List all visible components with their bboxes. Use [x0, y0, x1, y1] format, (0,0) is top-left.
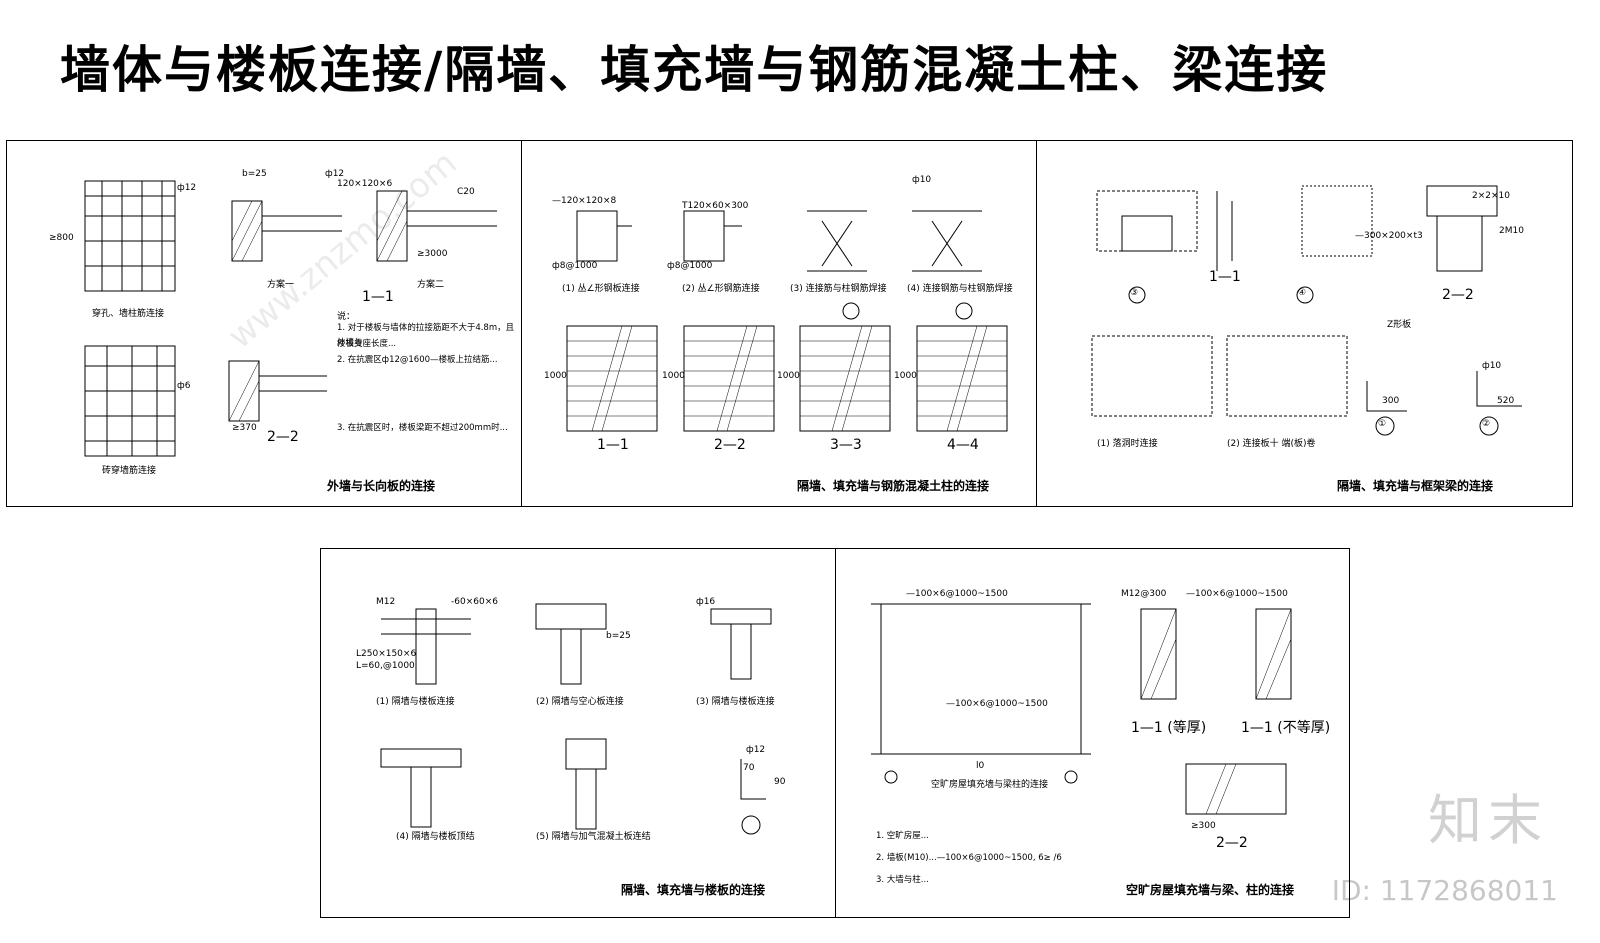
label-90: 90: [774, 777, 786, 787]
label-phi12: ф12: [746, 745, 766, 755]
panel4-caption: 隔墙、填充墙与楼板的连接: [621, 883, 766, 897]
label-l250: L250×150×6: [356, 649, 417, 659]
label-2x2x10: 2×2×10: [1472, 191, 1510, 201]
label-1000-d: 1000: [894, 371, 917, 381]
label-300x200: —300×200×t3: [1355, 231, 1423, 241]
circle-3: ③: [1130, 288, 1139, 298]
circle-4: ④: [1298, 288, 1307, 298]
panel5-drawing: [871, 603, 1292, 815]
section-1-1: 1—1: [597, 437, 629, 453]
label-phi6: ф6: [177, 381, 191, 391]
panel4-drawing: [380, 603, 772, 835]
note-2: 2. 墙板(M10)...—100×6@1000~1500, 6≥ /6: [876, 853, 1062, 863]
label-b25: b=25: [606, 631, 631, 641]
scheme-one: 方案一: [267, 280, 295, 290]
circle-2: ②: [1482, 419, 1491, 429]
section-1-1-equal: 1—1 (等厚): [1131, 720, 1207, 736]
label-800: ≥800: [49, 233, 74, 243]
label-300: 300: [1382, 396, 1400, 406]
watermark-id: ID: 1172868011: [1331, 874, 1558, 907]
item-1: (1) 落洞时连接: [1097, 439, 1158, 449]
label-phi12-b: ф12: [325, 169, 345, 179]
label-strap-mid: —100×6@1000~1500: [946, 699, 1048, 709]
item-2: (2) 连接板十 端(板)卷: [1227, 439, 1316, 449]
item-1: (1) 丛∠形钢板连接: [562, 284, 640, 294]
panel-open-building-infill: —100×6@1000~1500 —100×6@1000~1500 M12@30…: [835, 548, 1350, 918]
section-4-4: 4—4: [947, 437, 979, 453]
item-4: (4) 连接钢筋与柱钢筋焊接: [907, 284, 1013, 294]
note-3: 3. 大墙与柱...: [876, 875, 929, 885]
panel-partition-slab-connection: M12 -60×60×6 L250×150×6 L=60,@1000 b=25 …: [320, 548, 836, 918]
caption-bottom-left: 砖穿墙筋连接: [102, 466, 157, 476]
label-phi10: ф10: [1482, 361, 1502, 371]
label-c20: C20: [457, 187, 475, 197]
label-l0: l0: [976, 761, 985, 771]
label-m12: M12: [376, 597, 396, 607]
scheme-two: 方案二: [417, 280, 445, 290]
label-m12-300: M12@300: [1121, 589, 1167, 599]
section-2-2: 2—2: [267, 429, 299, 445]
note-1: 1. 对于楼板与墙体的拉接筋距不大于4.8m，且外墙与: [337, 323, 515, 348]
label-1000-b: 1000: [662, 371, 685, 381]
page-title: 墙体与楼板连接/隔墙、填充墙与钢筋混凝土柱、梁连接: [60, 40, 1329, 99]
section-2-2: 2—2: [714, 437, 746, 453]
section-1-1: 1—1: [1209, 269, 1241, 285]
panel5-caption: 空旷房屋填充墙与梁、柱的连接: [1126, 883, 1295, 897]
label-1000-c: 1000: [777, 371, 800, 381]
panel2-caption: 隔墙、填充墙与钢筋混凝土柱的连接: [797, 479, 990, 493]
panel3-drawing: [1091, 185, 1522, 436]
section-2-2: 2—2: [1216, 835, 1248, 851]
item-5: (5) 隔墙与加气混凝土板连结: [536, 832, 651, 842]
item-2: (2) 丛∠形钢筋连接: [682, 284, 760, 294]
panel2-drawing: [566, 210, 1008, 432]
label-phi8-a: ф8@1000: [552, 261, 598, 271]
label-120x120: 120×120×6: [337, 179, 393, 189]
section-1-1: 1—1: [362, 289, 394, 305]
note-4: 3. 在抗震区时，楼板梁距不超过200mm时...: [337, 423, 508, 433]
label-520: 520: [1497, 396, 1515, 406]
caption-top-left: 穿孔、墙柱筋连接: [92, 309, 165, 319]
label-strap-right: —100×6@1000~1500: [1186, 589, 1288, 599]
section-1-1-unequal: 1—1 (不等厚): [1241, 720, 1331, 736]
label-60x60x6: -60×60×6: [451, 597, 498, 607]
panel3-caption: 隔墙、填充墙与框架梁的连接: [1337, 479, 1494, 493]
label-phi12: ф12: [177, 183, 197, 193]
label-70: 70: [743, 763, 755, 773]
label-t120: T120×60×300: [682, 201, 749, 211]
item-2: (2) 隔墙与空心板连接: [536, 697, 624, 707]
panel-partition-column-connection: —120×120×8 ф8@1000 T120×60×300 ф8@1000 ф…: [521, 140, 1037, 507]
item-1: (1) 隔墙与楼板连接: [376, 697, 455, 707]
item-4: (4) 隔墙与楼板顶结: [396, 832, 475, 842]
item-3: (3) 隔墙与楼板连接: [696, 697, 775, 707]
notes-title: 说：: [337, 312, 356, 322]
label-370: ≥370: [232, 423, 257, 433]
label-phi8-b: ф8@1000: [667, 261, 713, 271]
label-strap-top: —100×6@1000~1500: [906, 589, 1008, 599]
item-3: (3) 连接筋与柱钢筋焊接: [790, 284, 887, 294]
circle-1: ①: [1378, 419, 1387, 429]
watermark-logo: 知末: [1428, 789, 1548, 852]
panel-wall-slab-connection: ф12 b=25 ф12 C20 ≥3000 ≥800 ф6 ≥370 120×…: [6, 140, 522, 507]
section-3-3: 3—3: [830, 437, 862, 453]
label-2m10: 2M10: [1499, 226, 1524, 236]
label-phi10: ф10: [912, 175, 932, 185]
label-120x120x8: —120×120×8: [552, 196, 617, 206]
note-1: 1. 空旷房屋...: [876, 831, 929, 841]
label-l60: L=60,@1000: [356, 661, 415, 671]
label-phi16: ф16: [696, 597, 716, 607]
section-2-2: 2—2: [1442, 287, 1474, 303]
label-b25: b=25: [242, 169, 267, 179]
panel1-caption: 外墙与长向板的连接: [327, 479, 436, 493]
note-3: 2. 在抗震区ф12@1600—楼板上拉结筋...: [337, 355, 498, 365]
note-2: 楼板支座长度...: [337, 339, 397, 349]
label-z-plate: Z形板: [1387, 320, 1412, 330]
panel1-drawing: [84, 180, 497, 457]
sub-caption: 空旷房屋填充墙与梁柱的连接: [931, 780, 1049, 790]
label-300: ≥300: [1191, 821, 1216, 831]
panel-partition-beam-connection: ③ ④ ① ② 1—1 2—2 Z形板 —300×200×t3 2M10 2×2…: [1036, 140, 1573, 507]
label-3000: ≥3000: [417, 249, 448, 259]
label-1000-a: 1000: [544, 371, 567, 381]
